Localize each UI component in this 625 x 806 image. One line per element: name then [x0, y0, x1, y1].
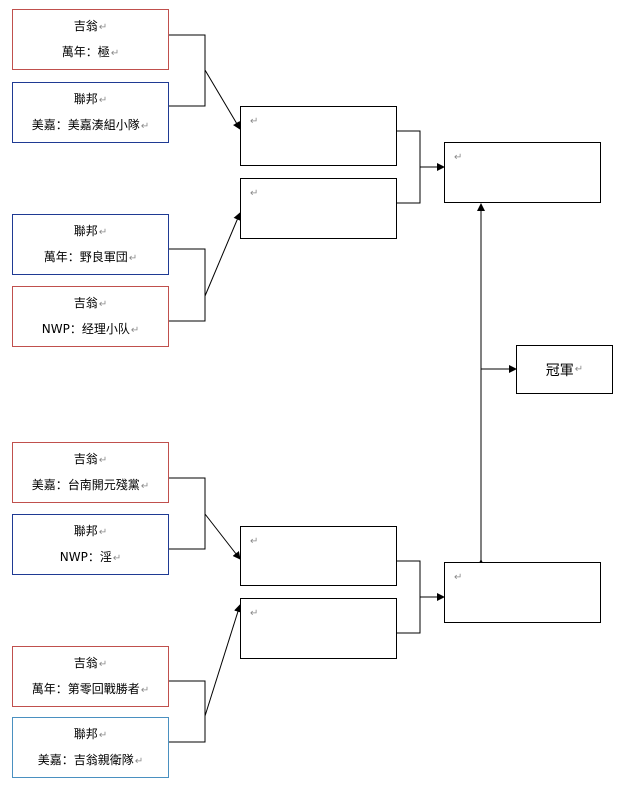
paragraph-mark: ↵ — [140, 480, 150, 492]
arrow-c-bottom — [204, 513, 241, 560]
team-league: 聯邦 — [73, 523, 98, 538]
paragraph-mark: ↵ — [98, 94, 108, 106]
team-name: 美嘉：台南開元殘黨 — [31, 477, 140, 492]
team-league: 聯邦 — [73, 223, 98, 238]
paragraph-mark: ↵ — [98, 454, 108, 466]
paragraph-mark: ↵ — [98, 526, 108, 538]
paragraph-mark: ↵ — [112, 552, 122, 564]
arrow-a-top — [204, 69, 241, 130]
paragraph-mark: ↵ — [98, 658, 108, 670]
paragraph-mark: ↵ — [130, 324, 140, 336]
team-name: NWP：经理小队 — [41, 321, 130, 336]
paragraph-mark: ↵ — [454, 152, 463, 163]
team-name: 美嘉：美嘉湊組小隊 — [31, 117, 140, 132]
paragraph-mark: ↵ — [98, 21, 108, 33]
team-box-2: 聯邦↵ 美嘉：美嘉湊組小隊↵ — [12, 82, 169, 143]
arrow-b-top — [204, 212, 241, 297]
paragraph-mark: ↵ — [134, 755, 144, 767]
paragraph-mark: ↵ — [250, 608, 259, 619]
team-league: 吉翁 — [73, 18, 98, 33]
round2-slot-3: ↵ — [240, 526, 397, 586]
team-box-3: 聯邦↵ 萬年：野良軍団↵ — [12, 214, 169, 275]
team-league: 聯邦 — [73, 91, 98, 106]
paragraph-mark: ↵ — [250, 536, 259, 547]
team-name: NWP：淫 — [59, 549, 112, 564]
connector-semi-top — [397, 130, 421, 204]
team-league: 吉翁 — [73, 295, 98, 310]
team-box-5: 吉翁↵ 美嘉：台南開元殘黨↵ — [12, 442, 169, 503]
team-league: 吉翁 — [73, 655, 98, 670]
paragraph-mark: ↵ — [98, 226, 108, 238]
team-box-6: 聯邦↵ NWP：淫↵ — [12, 514, 169, 575]
arrow-d-bottom — [204, 604, 242, 717]
team-box-8: 聯邦↵ 美嘉：吉翁親衛隊↵ — [12, 717, 169, 778]
team-name: 萬年：極 — [61, 44, 110, 59]
team-league: 聯邦 — [73, 726, 98, 741]
team-name: 美嘉：吉翁親衛隊 — [37, 752, 134, 767]
team-box-1: 吉翁↵ 萬年：極↵ — [12, 9, 169, 70]
round2-slot-2: ↵ — [240, 178, 397, 239]
semifinal-slot-bottom: ↵ — [444, 562, 601, 623]
paragraph-mark: ↵ — [110, 47, 120, 59]
connector-c-bottom — [169, 477, 206, 550]
team-name: 萬年：第零回戰勝者 — [31, 681, 140, 696]
paragraph-mark: ↵ — [98, 729, 108, 741]
paragraph-mark: ↵ — [140, 120, 150, 132]
paragraph-mark: ↵ — [250, 116, 259, 127]
paragraph-mark: ↵ — [250, 188, 259, 199]
paragraph-mark: ↵ — [574, 364, 584, 375]
paragraph-mark: ↵ — [98, 298, 108, 310]
connector-semi-bottom — [397, 560, 421, 634]
champion-label: 冠軍 — [545, 362, 574, 379]
champion-box: 冠軍↵ — [516, 345, 613, 394]
semifinal-slot-top: ↵ — [444, 142, 601, 203]
team-league: 吉翁 — [73, 451, 98, 466]
team-box-7: 吉翁↵ 萬年：第零回戰勝者↵ — [12, 646, 169, 707]
connector-d-bottom — [169, 680, 206, 743]
connector-a-top — [169, 34, 206, 107]
round2-slot-4: ↵ — [240, 598, 397, 659]
connector-b-top — [169, 248, 206, 322]
team-box-4: 吉翁↵ NWP：经理小队↵ — [12, 286, 169, 347]
paragraph-mark: ↵ — [128, 252, 138, 264]
team-name: 萬年：野良軍団 — [43, 249, 128, 264]
paragraph-mark: ↵ — [140, 684, 150, 696]
round2-slot-1: ↵ — [240, 106, 397, 166]
paragraph-mark: ↵ — [454, 572, 463, 583]
